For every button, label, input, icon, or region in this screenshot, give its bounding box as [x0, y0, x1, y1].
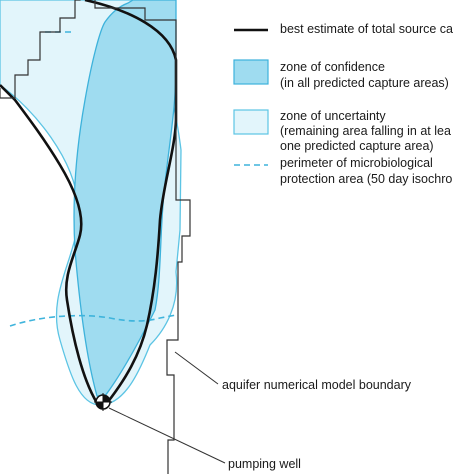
- legend-best-estimate-label: best estimate of total source ca: [280, 22, 454, 36]
- pumping-well-leader: [108, 407, 226, 464]
- legend-uncertainty-sublabel-1: (remaining area falling in at lea: [280, 124, 451, 138]
- legend-uncertainty-swatch: [233, 109, 269, 135]
- legend-perimeter-sublabel: protection area (50 day isochro: [280, 172, 453, 186]
- best-estimate-line: [0, 84, 99, 404]
- model-boundary-leader: [174, 351, 219, 385]
- legend-confidence-label: zone of confidence: [280, 60, 385, 74]
- pumping-well-label: pumping well: [228, 457, 301, 471]
- legend-confidence-sublabel: (in all predicted capture areas): [280, 76, 449, 90]
- legend-confidence-swatch: [233, 59, 269, 85]
- legend-perimeter-label: perimeter of microbiological: [280, 156, 433, 170]
- best-estimate-line-east: [84, 0, 178, 404]
- pumping-well-symbol: [94, 393, 112, 411]
- model-boundary: [0, 0, 191, 474]
- model-boundary-label: aquifer numerical model boundary: [222, 378, 411, 392]
- legend-uncertainty-label: zone of uncertainty: [280, 109, 386, 123]
- legend-uncertainty-sublabel-2: one predicted capture area): [280, 139, 434, 153]
